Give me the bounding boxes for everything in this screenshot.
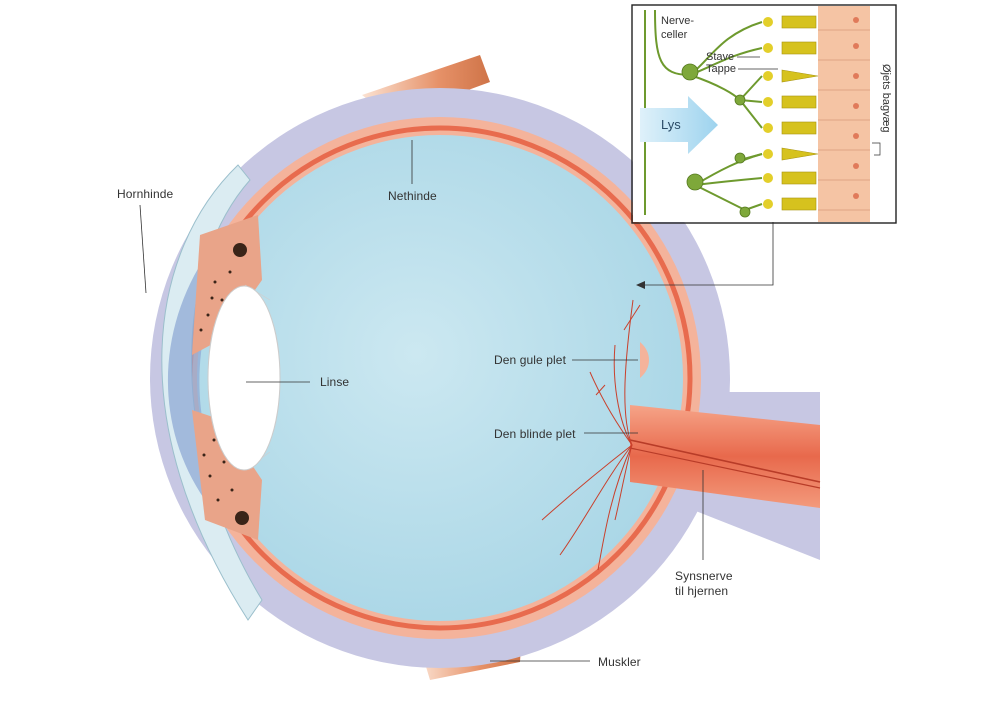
- macula: [640, 342, 649, 378]
- label-nerveceller-2: celler: [661, 29, 688, 41]
- label-lys: Lys: [661, 117, 681, 132]
- retina-inset: [633, 6, 895, 222]
- label-den-gule-plet: Den gule plet: [494, 353, 567, 367]
- label-synsnerve: Synsnerve: [675, 569, 733, 583]
- optic-nerve: [630, 405, 820, 508]
- ciliary-lower: [192, 410, 262, 540]
- label-stave: Stave: [706, 51, 735, 63]
- label-hornhinde: Hornhinde: [117, 187, 174, 201]
- blood-vessels: [541, 299, 641, 571]
- anterior-chamber: [167, 250, 228, 500]
- label-til-hjernen: til hjernen: [675, 584, 729, 598]
- leader-lines: [139, 140, 774, 662]
- label-linse: Linse: [320, 375, 350, 389]
- label-tappe: Tappe: [706, 63, 736, 75]
- label-ojets-bagvaeg: Øjets bagvæg: [880, 64, 892, 133]
- label-den-blinde-plet: Den blinde plet: [494, 427, 576, 441]
- inset-frame: [631, 4, 897, 224]
- vitreous-body: [197, 135, 683, 621]
- label-nethinde: Nethinde: [388, 189, 437, 203]
- label-muskler: Muskler: [598, 655, 641, 669]
- light-arrow: [640, 96, 718, 154]
- label-nerveceller-1: Nerve-: [661, 15, 695, 27]
- lens: [207, 285, 281, 471]
